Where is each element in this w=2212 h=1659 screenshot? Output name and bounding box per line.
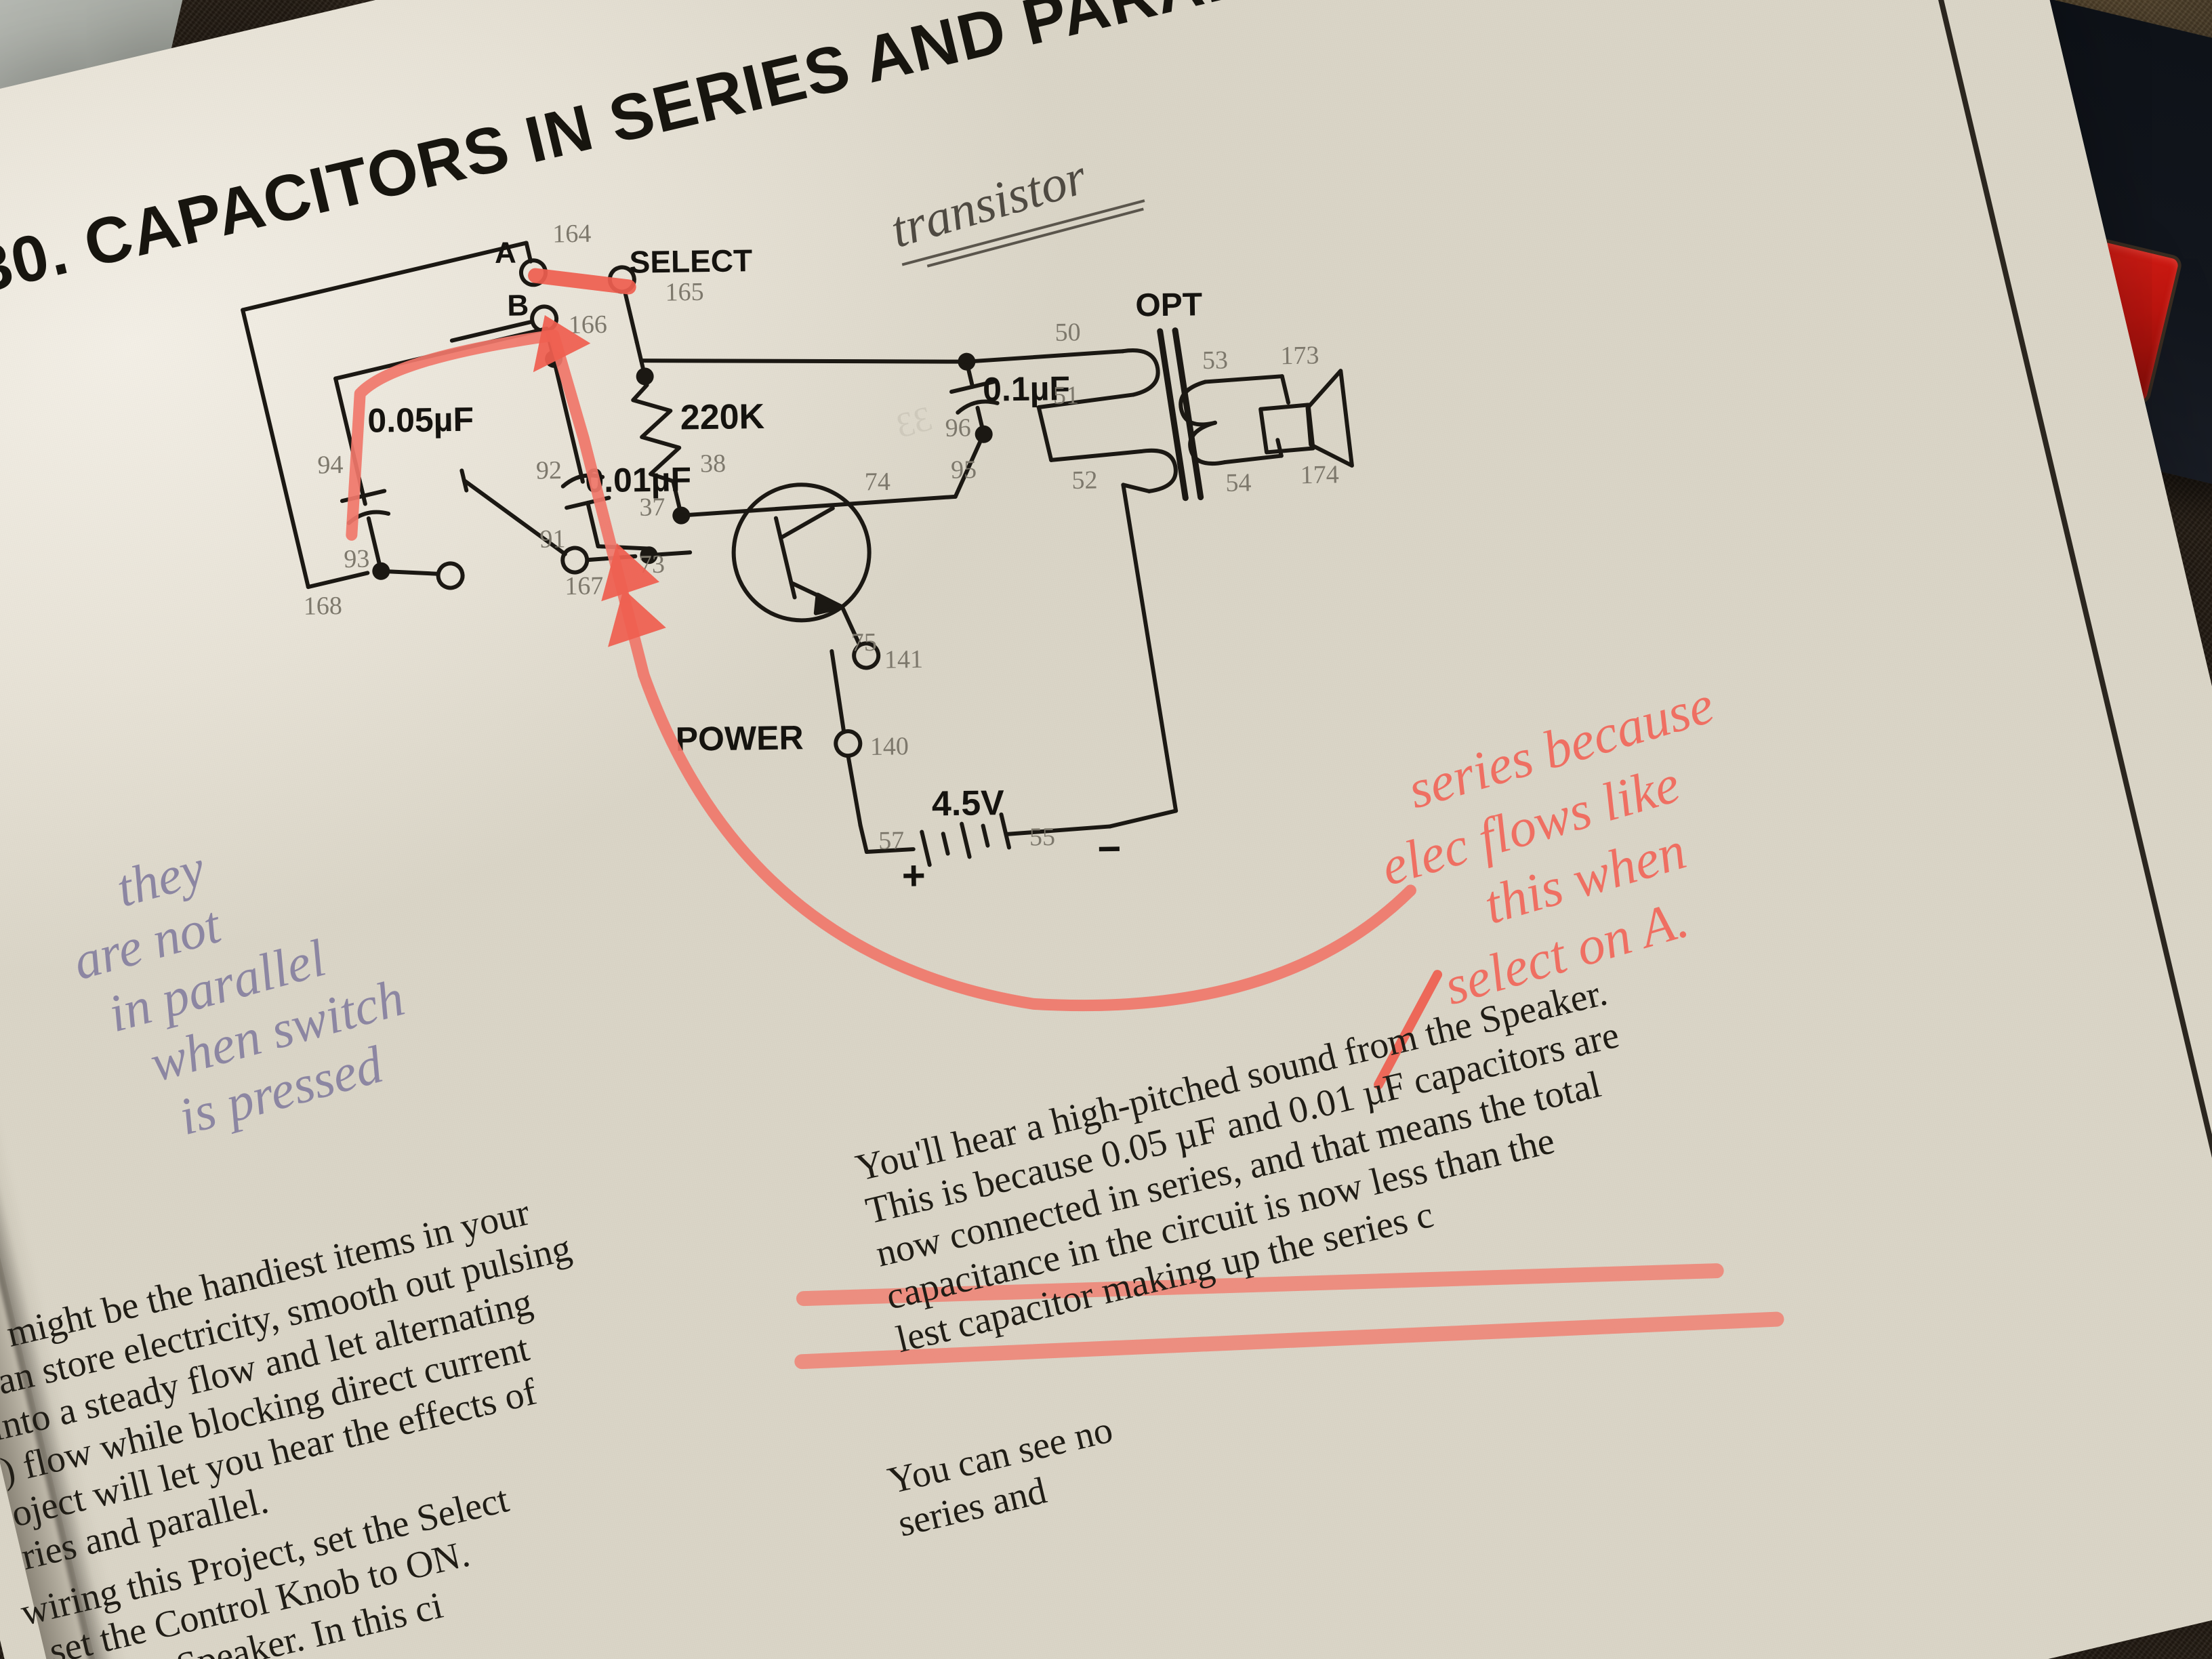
- node-52: 52: [1071, 466, 1098, 495]
- node-55: 55: [1029, 823, 1056, 852]
- label-resistor-220k: 220K: [680, 397, 765, 438]
- node-74: 74: [865, 468, 891, 497]
- node-91: 91: [539, 525, 566, 554]
- node-96: 96: [945, 413, 971, 443]
- label-cap-001: 0.01µF: [585, 460, 691, 499]
- label-terminal-b: B: [507, 289, 529, 322]
- label-battery-minus: −: [1097, 826, 1122, 872]
- node-92: 92: [536, 456, 562, 485]
- label-cap-01: 0.1µF: [983, 369, 1071, 409]
- node-54: 54: [1225, 468, 1252, 497]
- node-94: 94: [317, 451, 344, 480]
- node-164: 164: [552, 220, 592, 249]
- node-141: 141: [884, 645, 924, 674]
- label-battery-45v: 4.5V: [931, 783, 1004, 823]
- node-167: 167: [565, 571, 604, 600]
- node-38: 38: [700, 449, 726, 478]
- label-select: SELECT: [629, 243, 752, 280]
- node-165: 165: [665, 278, 704, 307]
- node-51: 51: [1053, 381, 1080, 410]
- node-57: 57: [878, 826, 905, 855]
- label-cap-005: 0.05µF: [367, 401, 474, 440]
- node-50: 50: [1054, 318, 1081, 347]
- node-37: 37: [639, 493, 665, 522]
- label-power: POWER: [675, 718, 804, 758]
- node-168: 168: [304, 592, 343, 621]
- node-73: 73: [639, 550, 665, 579]
- node-75: 75: [851, 628, 878, 657]
- node-95: 95: [951, 455, 977, 485]
- label-battery-plus: +: [901, 853, 926, 898]
- node-140: 140: [870, 732, 909, 761]
- node-174: 174: [1300, 460, 1339, 489]
- node-173: 173: [1280, 341, 1319, 370]
- node-166: 166: [569, 310, 608, 340]
- node-93: 93: [344, 545, 370, 574]
- node-53: 53: [1202, 346, 1229, 375]
- label-terminal-a: A: [495, 236, 516, 269]
- label-opt: OPT: [1135, 287, 1202, 323]
